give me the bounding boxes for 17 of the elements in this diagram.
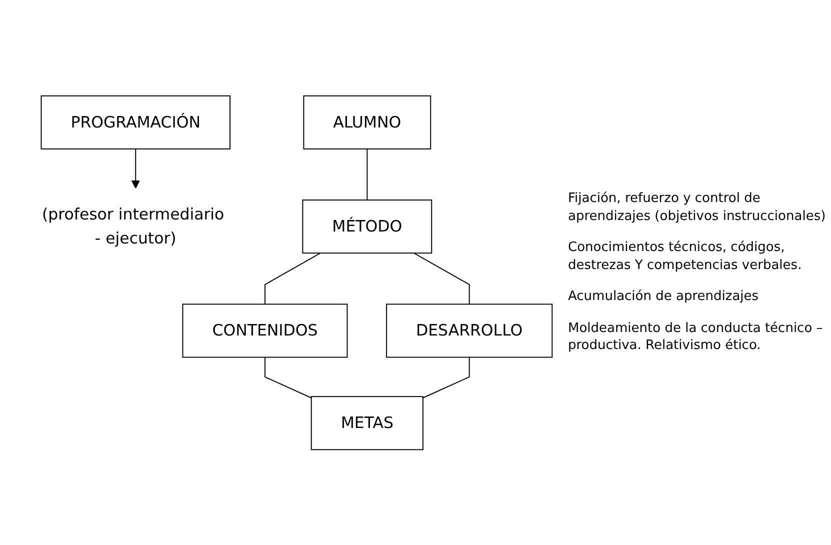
node-box: METAS	[310, 396, 424, 450]
note-text: Moldeamiento de la conducta técnico – productiva. Relativismo ético.	[568, 320, 824, 355]
node-text: (profesor intermediario - ejecutor)	[42, 204, 224, 247]
connector	[413, 252, 470, 304]
connector	[422, 356, 470, 398]
note-text: Conocimientos técnicos, códigos, destrezas Y competencias verbales.	[568, 239, 803, 274]
connector	[264, 356, 312, 398]
node-box: MÉTODO	[302, 199, 432, 254]
connector	[264, 252, 321, 304]
node-box: PROGRAMACIÓN	[40, 95, 230, 150]
note-text: Fijación, refuerzo y control de aprendizajes (objetivos instruccionales)	[568, 190, 827, 226]
arrow	[131, 148, 140, 188]
node-box: ALUMNO	[303, 95, 432, 150]
note-text: Acumulación de aprendizajes	[568, 288, 760, 306]
node-box: DESARROLLO	[386, 303, 553, 358]
connector	[366, 148, 368, 200]
node-box: CONTENIDOS	[182, 303, 348, 358]
